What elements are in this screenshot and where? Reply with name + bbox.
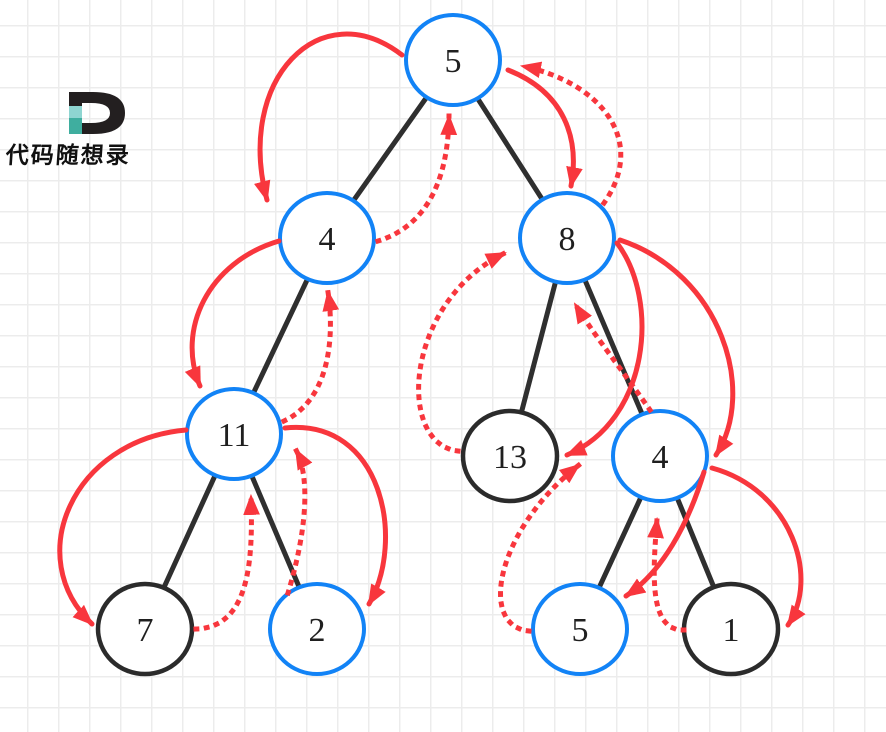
call-arrow-4-to-11 (184, 238, 282, 389)
return-arrow-13-to-8 (416, 249, 509, 454)
call-arrow-4-to-1 (709, 465, 806, 628)
return-arrow-4-to-8 (571, 300, 654, 414)
logo-teal-dark-block (69, 118, 82, 134)
node-label: 8 (559, 221, 576, 258)
tree-node-circle (460, 408, 560, 504)
logo-teal-light-block (69, 106, 82, 119)
node-label: 7 (137, 612, 154, 649)
tree-node-circle (518, 191, 616, 285)
return-arrows (193, 61, 687, 634)
tree-node-circle (278, 191, 376, 285)
tree-node-circle (531, 582, 629, 676)
node-label: 1 (723, 612, 740, 649)
return-arrow-11-to-4 (280, 289, 340, 425)
tree-node-circle (268, 582, 366, 676)
return-arrow-2-to-11 (284, 446, 313, 597)
node-label: 5 (572, 612, 589, 649)
tree-nodes: 5 4 8 11 7 2 13 4 5 1 (95, 13, 781, 677)
call-arrow-11-to-7 (57, 427, 189, 627)
return-arrow-1-to-4 (647, 516, 687, 633)
tree-node-circle (611, 409, 709, 503)
return-arrow-7-to-11 (193, 493, 260, 632)
node-labels: 5 4 8 11 7 2 13 4 5 1 (137, 43, 740, 649)
node-label: 4 (652, 439, 669, 476)
blue-nodes (185, 13, 709, 676)
call-arrow-5-to-8 (505, 67, 583, 189)
node-label: 11 (218, 417, 251, 454)
call-arrow-11-to-2 (282, 425, 388, 607)
node-label: 2 (309, 612, 326, 649)
tree-node-circle (404, 13, 502, 107)
call-arrows (57, 31, 806, 628)
logo-d-icon (69, 92, 125, 134)
black-nodes (95, 408, 781, 677)
call-arrow-4-to-5 (623, 469, 707, 599)
logo-d-glyph (69, 92, 125, 134)
node-label: 4 (319, 221, 336, 258)
call-arrow-8-to-13 (564, 240, 645, 458)
return-arrow-4-to-5 (374, 113, 458, 245)
tree-node-circle (95, 581, 195, 677)
node-label: 5 (445, 43, 462, 80)
call-arrow-8-to-4 (617, 237, 736, 458)
node-label: 13 (493, 439, 527, 476)
tree-node-circle (185, 387, 283, 481)
call-arrow-5-to-4 (254, 31, 405, 203)
return-arrow-8-to-5 (519, 61, 624, 207)
